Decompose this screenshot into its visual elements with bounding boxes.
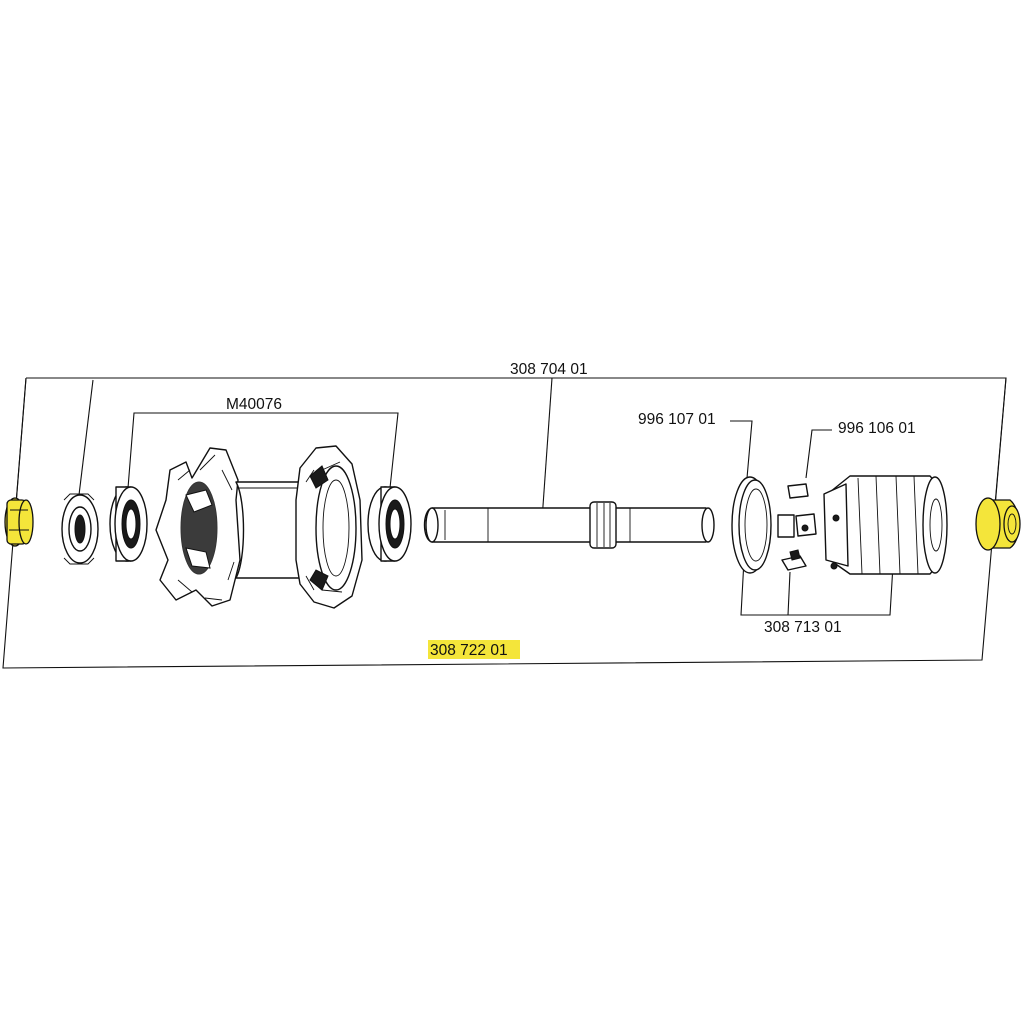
- right-bearing: [367, 486, 412, 562]
- axle-label: 308 704 01: [510, 361, 588, 378]
- axle: [423, 501, 715, 549]
- left-bearing: [109, 486, 148, 562]
- end-caps-label-highlight: [428, 640, 520, 659]
- bearings-label: M40076: [226, 396, 282, 413]
- end-caps-label: 308 722 01: [430, 642, 508, 659]
- end-caps-leader-frame: [2, 377, 1007, 669]
- leader-lines: [78, 377, 894, 616]
- left-locknut: [61, 493, 99, 565]
- pawls: [777, 483, 817, 571]
- pawl-label: 996 106 01: [838, 420, 916, 437]
- freehub-body-label: 308 713 01: [764, 619, 842, 636]
- hub-shell: [155, 445, 363, 609]
- freehub-seal: [731, 476, 772, 574]
- left-end-cap: [4, 497, 34, 547]
- right-end-cap: [975, 497, 1021, 551]
- freehub-body: [823, 475, 948, 575]
- freehub-seal-label: 996 107 01: [638, 411, 716, 428]
